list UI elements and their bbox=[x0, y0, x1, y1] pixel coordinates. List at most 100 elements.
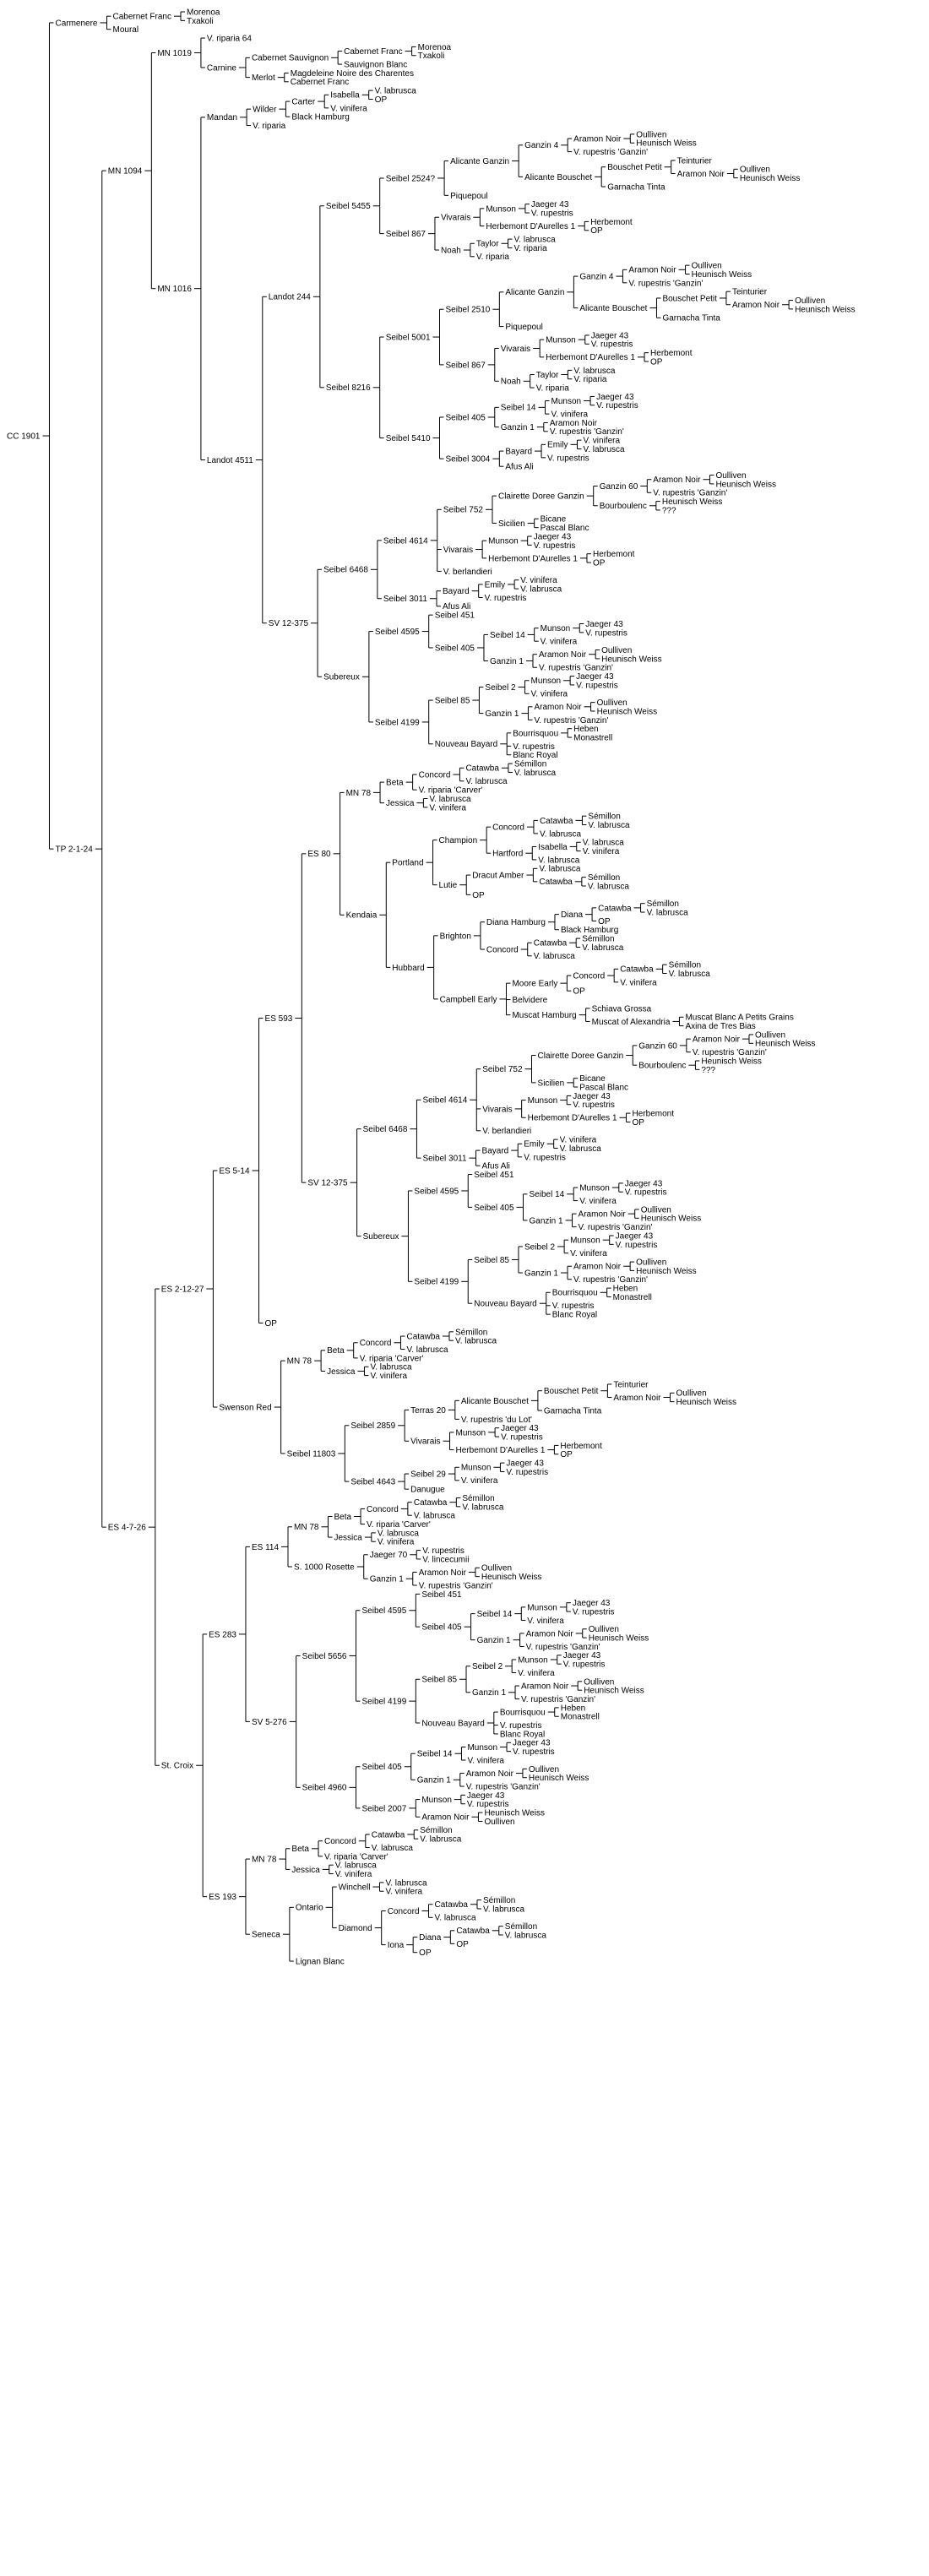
node-blanc-royal: Blanc Royal bbox=[552, 1311, 597, 1320]
node-es-2-12-27: ES 2-12-27 bbox=[161, 1285, 204, 1294]
node-oulliven: Oulliven bbox=[755, 1030, 785, 1040]
node-sv-12-375: SV 12-375 bbox=[307, 1179, 348, 1188]
node-v-vinifera: V. vinifera bbox=[429, 803, 466, 812]
node-concord: Concord bbox=[367, 1505, 399, 1514]
node-v-vinifera: V. vinifera bbox=[570, 1249, 607, 1258]
node-heunisch-weiss: Heunisch Weiss bbox=[484, 1809, 545, 1818]
node-v-labrusca: V. labrusca bbox=[462, 1503, 504, 1512]
node-aramon-noir: Aramon Noir bbox=[653, 476, 701, 485]
node-v-labrusca: V. labrusca bbox=[372, 1844, 414, 1853]
node-seibel-6468: Seibel 6468 bbox=[363, 1125, 408, 1134]
node-v-labrusca: V. labrusca bbox=[407, 1345, 449, 1355]
node-belvidere: Belvidere bbox=[512, 996, 547, 1005]
node-oulliven: Oulliven bbox=[795, 296, 825, 306]
node-s-millon: Sémillon bbox=[582, 935, 614, 944]
node-v-vinifera: V. vinifera bbox=[385, 1888, 422, 1897]
node-munson: Munson bbox=[546, 336, 576, 345]
node-concord: Concord bbox=[360, 1339, 392, 1348]
node-v-labrusca: V. labrusca bbox=[588, 821, 630, 830]
node-landot-244: Landot 244 bbox=[269, 293, 311, 302]
node-alicante-ganzin: Alicante Ganzin bbox=[505, 288, 564, 297]
node-swenson-red: Swenson Red bbox=[219, 1403, 271, 1412]
node-hartford: Hartford bbox=[492, 850, 523, 859]
node-seibel-2524: Seibel 2524? bbox=[386, 174, 436, 183]
node-v-labrusca: V. labrusca bbox=[647, 908, 689, 917]
node-heunisch-weiss: Heunisch Weiss bbox=[755, 1040, 816, 1049]
node-emily: Emily bbox=[485, 580, 505, 590]
node-aramon-noir: Aramon Noir bbox=[693, 1035, 741, 1045]
node-v-vinifera: V. vinifera bbox=[518, 1669, 555, 1678]
node-subereux: Subereux bbox=[323, 673, 360, 682]
node-seibel-4595: Seibel 4595 bbox=[361, 1606, 406, 1616]
node-afus-ali: Afus Ali bbox=[443, 602, 470, 611]
node-aramon-noir: Aramon Noir bbox=[573, 1263, 622, 1272]
node-seibel-4595: Seibel 4595 bbox=[414, 1187, 459, 1196]
node-oulliven: Oulliven bbox=[529, 1765, 559, 1774]
node-jessica: Jessica bbox=[291, 1866, 320, 1875]
node-taylor: Taylor bbox=[536, 371, 559, 380]
node-heunisch-weiss: Heunisch Weiss bbox=[529, 1774, 589, 1783]
node-isabella: Isabella bbox=[330, 91, 360, 101]
node-v-labrusca: V. labrusca bbox=[540, 829, 582, 839]
node-cc-1901: CC 1901 bbox=[7, 432, 41, 441]
node-herbemont-d-aurelles-1: Herbemont D'Aurelles 1 bbox=[546, 353, 635, 362]
node-v-riparia: V. riparia bbox=[253, 122, 286, 131]
node-jaeger-43: Jaeger 43 bbox=[563, 1651, 601, 1660]
node-es-80: ES 80 bbox=[307, 850, 331, 859]
node-munson: Munson bbox=[421, 1796, 452, 1805]
node-s-1000-rosette: S. 1000 Rosette bbox=[294, 1562, 355, 1572]
node-winchell: Winchell bbox=[339, 1883, 371, 1892]
node-piquepoul: Piquepoul bbox=[450, 192, 487, 201]
node-v-rupestris-ganzin: V. rupestris 'Ganzin' bbox=[653, 489, 727, 498]
node-sv-5-276: SV 5-276 bbox=[252, 1718, 287, 1727]
node-cabernet-franc: Cabernet Franc bbox=[291, 78, 349, 87]
node-garnacha-tinta: Garnacha Tinta bbox=[544, 1406, 602, 1416]
node-muscat-blanc-a-petits-grains: Muscat Blanc A Petits Grains bbox=[685, 1014, 793, 1023]
node-jaeger-43: Jaeger 43 bbox=[625, 1179, 663, 1188]
node-diamond: Diamond bbox=[339, 1924, 372, 1933]
node-herbemont-d-aurelles-1: Herbemont D'Aurelles 1 bbox=[528, 1114, 617, 1123]
node-seibel-85: Seibel 85 bbox=[474, 1256, 509, 1265]
node-bourboulenc: Bourboulenc bbox=[638, 1062, 686, 1071]
node-carmenere: Carmenere bbox=[55, 19, 97, 28]
node-oulliven: Oulliven bbox=[481, 1564, 512, 1573]
node-bourboulenc: Bourboulenc bbox=[600, 502, 647, 511]
node-jaeger-43: Jaeger 43 bbox=[501, 1424, 539, 1433]
node-oulliven: Oulliven bbox=[692, 262, 722, 271]
node-jaeger-43: Jaeger 43 bbox=[534, 532, 572, 541]
node-seibel-3011: Seibel 3011 bbox=[383, 595, 428, 604]
node-oulliven: Oulliven bbox=[636, 130, 666, 139]
node-seibel-4643: Seibel 4643 bbox=[350, 1477, 395, 1486]
node-munson: Munson bbox=[486, 204, 516, 214]
node-teinturier: Teinturier bbox=[613, 1380, 649, 1389]
node-seibel-4595: Seibel 4595 bbox=[375, 628, 420, 637]
node-ganzin-1: Ganzin 1 bbox=[530, 1216, 563, 1226]
node-v-labrusca: V. labrusca bbox=[455, 1337, 497, 1346]
node-tp-2-1-24: TP 2-1-24 bbox=[55, 845, 93, 855]
node-jaeger-43: Jaeger 43 bbox=[531, 200, 569, 209]
node-seibel-14: Seibel 14 bbox=[501, 404, 536, 413]
node-seibel-6468: Seibel 6468 bbox=[323, 566, 368, 575]
node-op: OP bbox=[265, 1319, 278, 1329]
node-seibel-4960: Seibel 4960 bbox=[302, 1784, 347, 1793]
node-seibel-405: Seibel 405 bbox=[361, 1763, 402, 1772]
node-v-rupestris-ganzin: V. rupestris 'Ganzin' bbox=[419, 1581, 493, 1590]
node-v-vinifera: V. vinifera bbox=[579, 1197, 617, 1206]
node-v-rupestris: V. rupestris bbox=[422, 1546, 465, 1556]
node-hubbard: Hubbard bbox=[392, 964, 424, 973]
node-catawba: Catawba bbox=[414, 1498, 448, 1508]
node-jaeger-43: Jaeger 43 bbox=[576, 672, 614, 682]
node-magdeleine-noire-des-charentes: Magdeleine Noire des Charentes bbox=[291, 69, 414, 79]
node-monastrell: Monastrell bbox=[561, 1713, 600, 1722]
node-nouveau-bayard: Nouveau Bayard bbox=[421, 1719, 485, 1728]
node-concord: Concord bbox=[324, 1837, 356, 1846]
node-aramon-noir: Aramon Noir bbox=[466, 1769, 514, 1779]
node-landot-4511: Landot 4511 bbox=[207, 456, 253, 465]
node-heben: Heben bbox=[613, 1285, 638, 1294]
node-seibel-4614: Seibel 4614 bbox=[383, 536, 428, 546]
node-bouschet-petit: Bouschet Petit bbox=[662, 294, 717, 303]
node-mn-78: MN 78 bbox=[346, 789, 372, 798]
node-aramon-noir: Aramon Noir bbox=[550, 419, 598, 428]
node-seibel-405: Seibel 405 bbox=[435, 644, 475, 653]
node-s-millon: Sémillon bbox=[669, 961, 701, 970]
